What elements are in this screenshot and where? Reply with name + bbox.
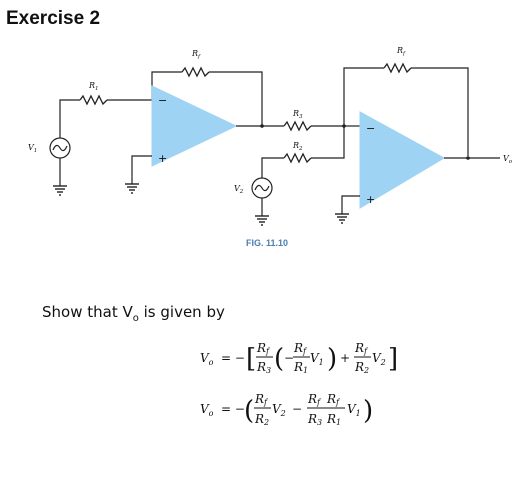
opamp-1-inverting-sign: − [158, 94, 167, 107]
opamp-2-inverting-sign: − [366, 122, 375, 135]
prompt-text: Show that Vo is given by [42, 303, 225, 324]
svg-text:R1: R1 [293, 360, 308, 375]
svg-text:−: − [284, 351, 294, 365]
opamp-1-noninverting-sign: + [158, 152, 167, 165]
eq2-lhs: Vo [200, 402, 214, 418]
svg-text:+: + [340, 351, 350, 365]
v2-label: V2 [234, 184, 244, 195]
r1-resistor [79, 94, 108, 106]
svg-text:−: − [292, 402, 302, 416]
eq1-lhs: Vo [200, 351, 214, 367]
svg-text:R2: R2 [354, 360, 369, 375]
opamp-2 [359, 111, 446, 209]
eq2-equals: = − [221, 402, 245, 416]
r3-label: R3 [292, 109, 303, 120]
equation-1: Vo = − [ Rf R3 ( − Rf R1 V1 ) + Rf R2 V2… [200, 341, 398, 375]
svg-text:Rf: Rf [326, 392, 341, 407]
vo-label: Vo [503, 154, 513, 165]
svg-text:Rf: Rf [256, 341, 271, 356]
r2-resistor [283, 152, 312, 164]
svg-text:Rf: Rf [307, 392, 322, 407]
svg-text:R3: R3 [256, 360, 271, 375]
svg-text:): ) [327, 344, 337, 374]
svg-text:R3: R3 [307, 412, 322, 427]
svg-text:): ) [363, 396, 373, 426]
svg-text:V1: V1 [347, 402, 361, 418]
svg-text:Rf: Rf [354, 341, 369, 356]
equation-2: Vo = − ( Rf R2 V2 − Rf Rf R3 R1 V1 ) [200, 392, 373, 427]
rf2-label: Rf [396, 46, 406, 57]
opamp-2-ground-symbol [335, 213, 349, 224]
svg-text:V2: V2 [372, 351, 386, 367]
svg-text:]: ] [388, 344, 398, 374]
rf2-resistor [383, 62, 412, 74]
r3-resistor [283, 120, 312, 132]
exercise-title: Exercise 2 [6, 8, 101, 29]
svg-text:R1: R1 [326, 412, 341, 427]
svg-text:R2: R2 [254, 412, 269, 427]
svg-text:[: [ [246, 344, 256, 374]
svg-text:(: ( [244, 396, 254, 426]
v1-source [49, 137, 71, 159]
figure-caption: FIG. 11.10 [246, 238, 288, 248]
opamp-2-noninverting-sign: + [366, 193, 375, 206]
r1-label: R1 [88, 81, 99, 92]
svg-text:Rf: Rf [293, 341, 308, 356]
rf1-label: Rf [191, 49, 201, 60]
svg-text:V2: V2 [272, 402, 286, 418]
v2-source [251, 177, 273, 199]
eq1-equals: = − [221, 351, 245, 365]
r2-label: R2 [292, 141, 303, 152]
svg-text:V1: V1 [310, 351, 324, 367]
svg-text:Rf: Rf [254, 392, 269, 407]
opamp-1 [151, 85, 238, 167]
rf1-resistor [181, 66, 210, 78]
v1-ground-symbol [53, 185, 67, 196]
v1-label: V1 [28, 143, 37, 154]
svg-text:(: ( [274, 344, 284, 374]
v2-ground-symbol [255, 215, 269, 226]
opamp-1-ground-symbol [125, 183, 139, 194]
